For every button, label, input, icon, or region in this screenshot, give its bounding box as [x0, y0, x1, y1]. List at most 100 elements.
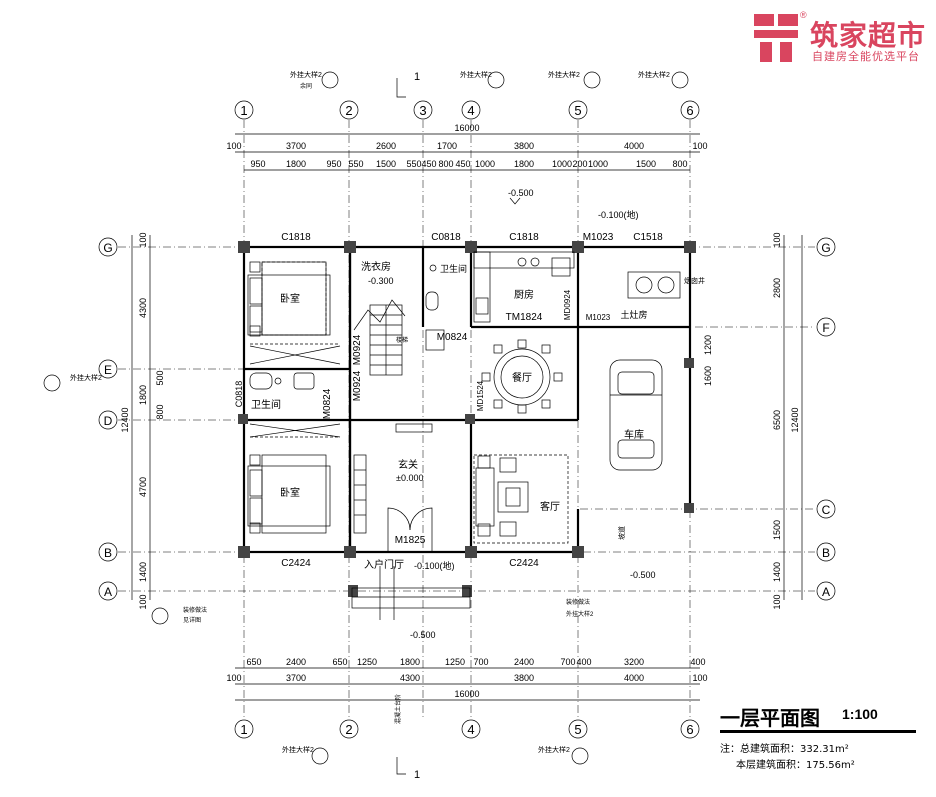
svg-text:700: 700 [473, 657, 488, 667]
svg-text:混凝土台阶: 混凝土台阶 [394, 694, 402, 724]
svg-text:400: 400 [690, 657, 705, 667]
svg-text:1000: 1000 [588, 159, 608, 169]
svg-text:1500: 1500 [772, 520, 782, 540]
right-dimensions: 100 2800 1200 1600 6500 12400 1500 1400 … [703, 232, 803, 610]
svg-text:1800: 1800 [138, 385, 148, 405]
svg-text:3700: 3700 [286, 673, 306, 683]
svg-text:950: 950 [250, 159, 265, 169]
toilet-upper [425, 264, 445, 351]
axis-label: 1 [240, 722, 247, 737]
room-label: 入户门厅 [364, 558, 404, 571]
svg-text:100: 100 [692, 141, 707, 151]
svg-text:M1023: M1023 [586, 313, 611, 322]
svg-text:2400: 2400 [286, 657, 306, 667]
svg-text:M1023: M1023 [583, 232, 614, 243]
room-label: 车库 [624, 428, 644, 441]
svg-text:700: 700 [560, 657, 575, 667]
axis-label: G [821, 241, 830, 255]
axis-label: B [104, 546, 112, 560]
svg-text:TM1824: TM1824 [506, 312, 543, 323]
svg-text:1200: 1200 [703, 335, 713, 355]
svg-text:2400: 2400 [514, 657, 534, 667]
svg-text:100: 100 [226, 141, 241, 151]
stair [353, 299, 406, 376]
axis-label: G [103, 241, 112, 255]
svg-text:楼梯: 楼梯 [396, 336, 408, 344]
svg-text:MD0924: MD0924 [563, 289, 572, 320]
axis-label: 5 [574, 103, 581, 118]
svg-text:-0.100(地): -0.100(地) [598, 209, 639, 220]
axis-bubbles-left: G E D B A [98, 237, 118, 601]
svg-text:4300: 4300 [400, 673, 420, 683]
top-dimensions: 16000 100 3700 2600 1700 3800 4000 100 9… [226, 123, 708, 171]
svg-text:外挂大样2: 外挂大样2 [282, 745, 314, 754]
svg-text:C2424: C2424 [281, 558, 311, 569]
axis-label: E [104, 363, 112, 377]
svg-text:C0818: C0818 [234, 381, 244, 408]
svg-text:坡道: 坡道 [617, 526, 626, 540]
area-note-total: 注：总建筑面积：332.31m² [720, 744, 849, 755]
svg-text:1400: 1400 [138, 562, 148, 582]
svg-text:3700: 3700 [286, 141, 306, 151]
plan-scale: 1:100 [842, 706, 878, 722]
axis-bubbles-right: G F C B A [816, 237, 836, 601]
svg-text:1500: 1500 [636, 159, 656, 169]
axis-label: F [822, 321, 829, 335]
svg-text:MD1524: MD1524 [476, 380, 485, 411]
svg-text:500: 500 [155, 370, 165, 385]
kitchen-fixtures [473, 251, 575, 323]
axis-label: 4 [467, 722, 474, 737]
room-label: 土灶房 [620, 309, 647, 320]
svg-text:外挂大样2: 外挂大样2 [290, 70, 322, 79]
svg-text:1600: 1600 [703, 366, 713, 386]
svg-text:12400: 12400 [790, 407, 800, 432]
svg-text:外挂大样2: 外挂大样2 [70, 373, 102, 382]
axis-label: 3 [419, 103, 426, 118]
room-label: 卧室 [280, 486, 300, 499]
room-label: 卧室 [280, 292, 300, 305]
svg-text:1250: 1250 [445, 657, 465, 667]
svg-text:C1818: C1818 [509, 232, 539, 243]
axis-label: 6 [686, 103, 693, 118]
brand-name: 筑家超市 [810, 19, 927, 52]
columns [238, 241, 696, 597]
svg-text:100: 100 [772, 232, 782, 247]
walls [242, 245, 692, 554]
room-label: 客厅 [540, 500, 560, 513]
svg-text:650: 650 [332, 657, 347, 667]
stove-fixtures [627, 271, 681, 299]
svg-text:外挂大样2: 外挂大样2 [548, 70, 580, 79]
toilet-lower [249, 372, 315, 390]
svg-text:4700: 4700 [138, 477, 148, 497]
svg-text:650: 650 [246, 657, 261, 667]
svg-text:M0824: M0824 [437, 332, 468, 343]
room-label: 卫生间 [251, 398, 281, 411]
axis-label: B [822, 546, 830, 560]
title-underline [720, 730, 916, 733]
axis-label: C [822, 503, 831, 517]
svg-text:16000: 16000 [454, 689, 479, 699]
bed-top [247, 261, 341, 365]
svg-text:1800: 1800 [400, 657, 420, 667]
svg-text:C1518: C1518 [633, 232, 663, 243]
svg-text:M0924: M0924 [352, 334, 363, 365]
axis-bubbles-bottom: 1 2 4 5 6 [234, 719, 700, 739]
svg-text:4000: 4000 [624, 673, 644, 683]
svg-text:1400: 1400 [772, 562, 782, 582]
section-marks: 1 1 [396, 71, 420, 781]
living-room-furniture [473, 454, 569, 544]
svg-text:C1818: C1818 [281, 232, 311, 243]
plan-title: 一层平面图 [720, 706, 820, 730]
axis-label: 2 [345, 103, 352, 118]
svg-text:1500: 1500 [376, 159, 396, 169]
svg-text:100: 100 [692, 673, 707, 683]
svg-text:±0.000: ±0.000 [396, 473, 423, 483]
svg-text:C0818: C0818 [431, 232, 461, 243]
svg-text:-0.500: -0.500 [410, 630, 436, 640]
svg-text:1000: 1000 [475, 159, 495, 169]
svg-text:6500: 6500 [772, 410, 782, 430]
svg-text:M1825: M1825 [395, 535, 426, 546]
bed-bottom [247, 423, 341, 534]
level-marks: -0.500 -0.300 ±0.000 -0.100(地) -0.500 -0… [368, 188, 656, 640]
